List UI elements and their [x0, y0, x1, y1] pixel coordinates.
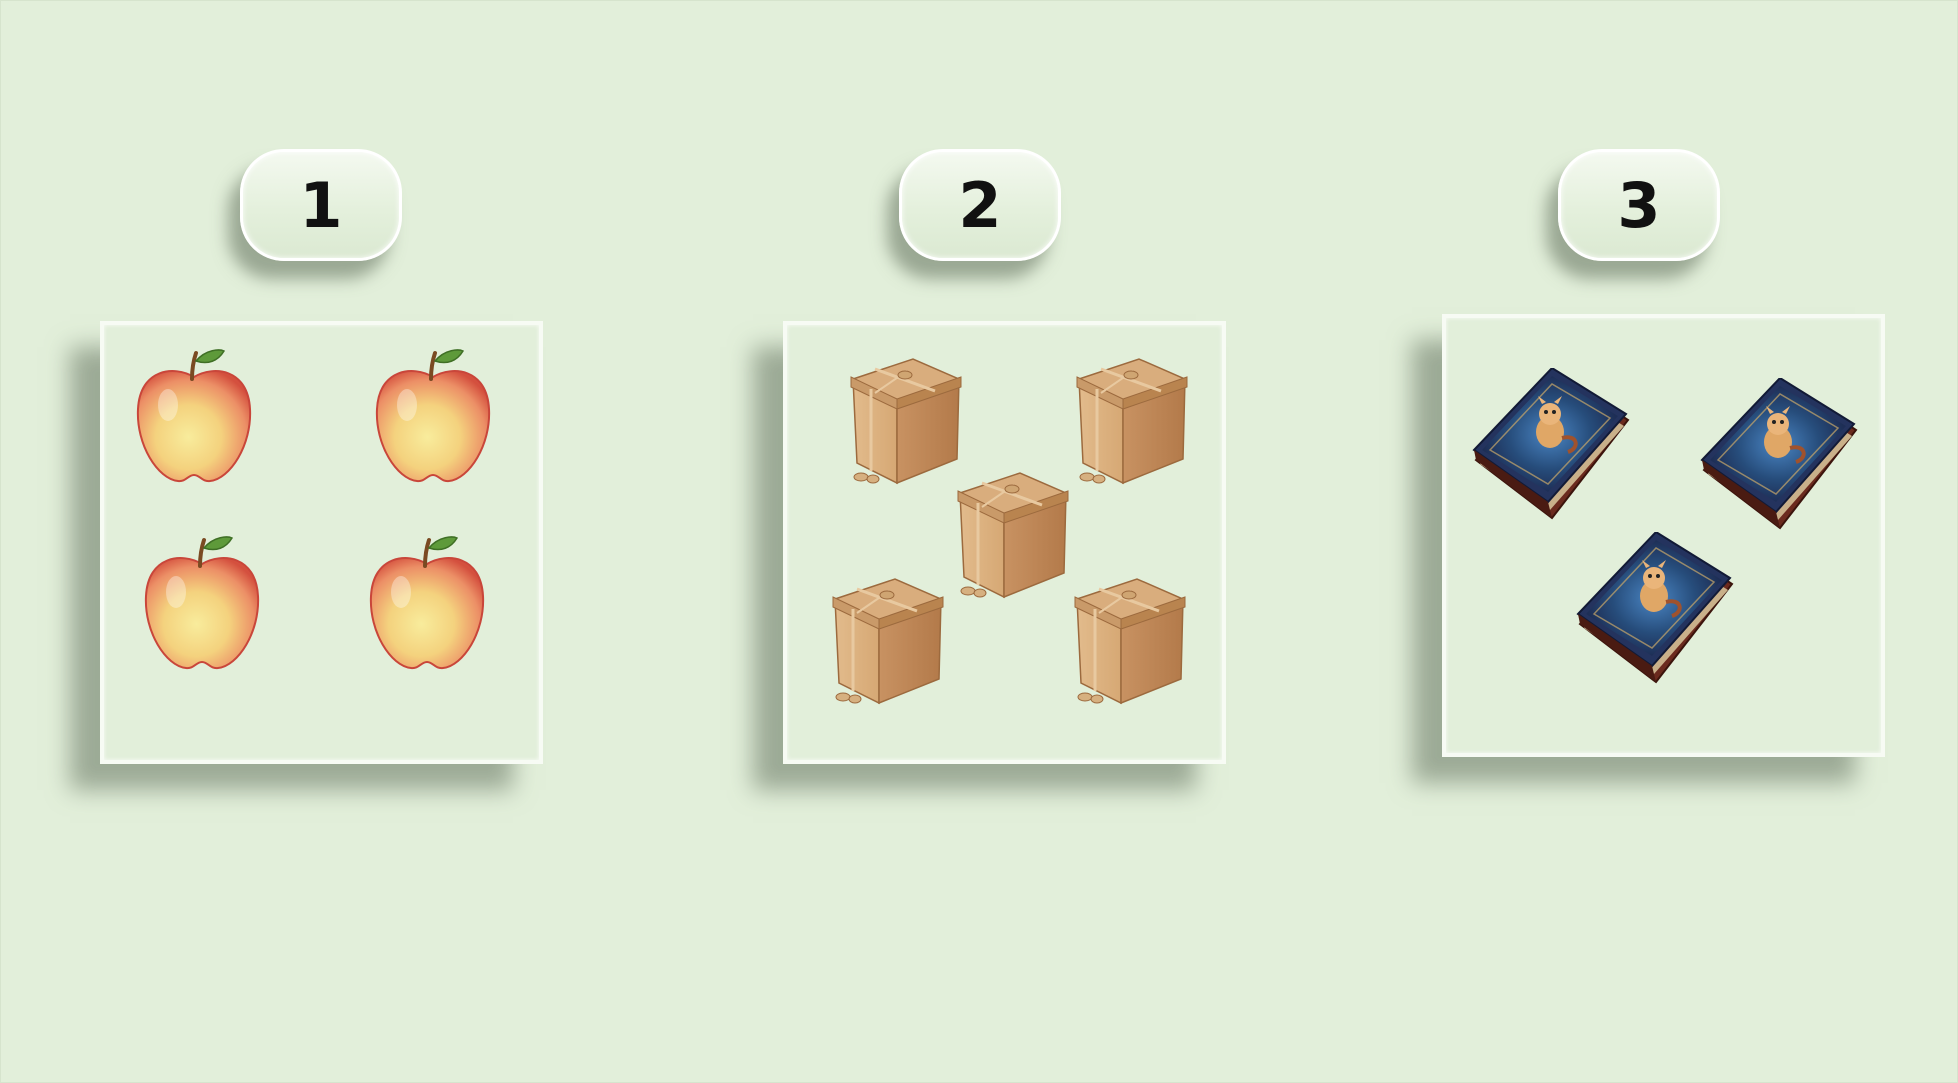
number-badge-1: 1 — [240, 149, 402, 261]
number-label: 2 — [958, 168, 1002, 242]
group-card-3 — [1442, 314, 1885, 757]
apple-icon — [373, 347, 493, 487]
group-card-1 — [100, 321, 543, 764]
book-icon — [1468, 368, 1638, 528]
apple-icon — [367, 534, 487, 674]
book-icon — [1572, 532, 1742, 692]
number-label: 3 — [1617, 168, 1661, 242]
book-icon — [1696, 378, 1866, 538]
apple-icon — [134, 347, 254, 487]
number-badge-3: 3 — [1558, 149, 1720, 261]
cardboard-box-icon — [1055, 571, 1195, 711]
cardboard-box-icon — [1057, 351, 1197, 491]
cardboard-box-icon — [813, 571, 953, 711]
number-badge-2: 2 — [899, 149, 1061, 261]
number-label: 1 — [299, 168, 343, 242]
apple-icon — [142, 534, 262, 674]
group-card-2 — [783, 321, 1226, 764]
